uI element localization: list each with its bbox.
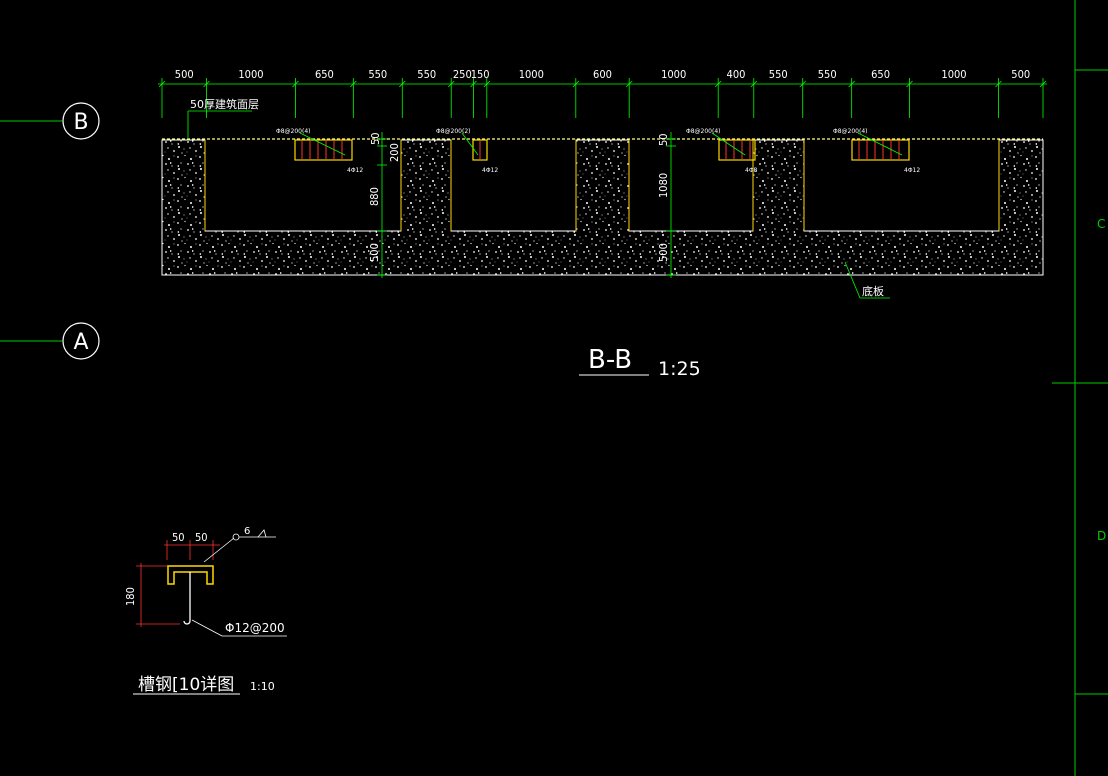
section-title-group: B-B 1:25 bbox=[579, 345, 701, 380]
bottom-plate-label: 底板 bbox=[862, 284, 884, 298]
top-dimension-label: 600 bbox=[593, 68, 612, 81]
dimension-tick bbox=[350, 80, 357, 88]
vdim-right-2: 500 bbox=[657, 243, 670, 262]
top-dimension-label: 500 bbox=[175, 68, 194, 81]
dimension-tick bbox=[292, 80, 299, 88]
weld-size: 6 bbox=[244, 526, 250, 537]
top-dimension-label: 1000 bbox=[941, 68, 966, 81]
rebar-note-3: Φ8@200(4) bbox=[686, 128, 721, 135]
concrete-hatch bbox=[161, 139, 1044, 276]
rebar-sub-note-3: 4Φ8 bbox=[745, 167, 758, 174]
dimension-tick bbox=[470, 80, 477, 88]
top-dimension-label: 150 bbox=[471, 68, 490, 81]
embed-group-2 bbox=[461, 132, 488, 161]
rebar-note-1: Φ8@200(4) bbox=[276, 128, 311, 135]
top-dimension-label: 650 bbox=[315, 68, 334, 81]
axis-marker-b-label: B bbox=[73, 110, 88, 135]
dimension-tick bbox=[906, 80, 913, 88]
dimension-tick bbox=[158, 80, 166, 88]
border-label-c: C bbox=[1097, 217, 1105, 231]
section-title: B-B bbox=[588, 345, 632, 375]
top-dimension-label: 1000 bbox=[661, 68, 686, 81]
dimension-tick bbox=[398, 80, 406, 88]
anchor-bar bbox=[183, 572, 191, 625]
top-dimension-label: 400 bbox=[727, 68, 746, 81]
section-scale: 1:25 bbox=[658, 358, 701, 380]
top-dimension-label: 1000 bbox=[519, 68, 544, 81]
vdim-left-2: 880 bbox=[368, 187, 381, 206]
dimension-tick bbox=[799, 80, 807, 88]
channel-section-shape bbox=[167, 565, 214, 585]
top-dimension-label: 550 bbox=[368, 68, 387, 81]
detail-scale: 1:10 bbox=[250, 680, 275, 693]
dimension-tick bbox=[203, 80, 210, 88]
border-label-d: D bbox=[1097, 529, 1106, 543]
top-dimension-label: 650 bbox=[871, 68, 890, 81]
top-dimension-label: 1000 bbox=[238, 68, 263, 81]
dimension-tick bbox=[995, 80, 1002, 88]
dimension-tick bbox=[572, 80, 580, 88]
bottom-plate-callout: 底板 bbox=[844, 261, 890, 299]
rebar-sub-note-2: 4Φ12 bbox=[482, 167, 498, 174]
detail-title: 槽钢[10详图 bbox=[138, 675, 234, 695]
detail-dim-top-right: 50 bbox=[195, 531, 208, 544]
channel-detail: 50 50 180 6 Φ12@200 槽钢[10详图 1:10 bbox=[124, 526, 287, 695]
dimension-tick bbox=[848, 80, 855, 88]
top-dimension-label: 250 bbox=[453, 68, 472, 81]
rebar-note-2: Φ8@200(2) bbox=[436, 128, 471, 135]
axis-marker-a: A bbox=[0, 322, 100, 360]
vdim-left-1: 200 bbox=[388, 143, 401, 162]
top-dimension-label: 550 bbox=[818, 68, 837, 81]
dimension-tick bbox=[447, 80, 455, 88]
detail-dim-top-left: 50 bbox=[172, 531, 185, 544]
embed-group-4 bbox=[851, 132, 910, 161]
dimension-tick bbox=[750, 80, 758, 88]
rebar-sub-note-1: 4Φ12 bbox=[347, 167, 363, 174]
dimension-tick bbox=[714, 80, 722, 88]
dimension-tick bbox=[1039, 80, 1047, 88]
top-dimension-label: 550 bbox=[417, 68, 436, 81]
section-body bbox=[161, 138, 1044, 276]
rebar-note-4: Φ8@200(4) bbox=[833, 128, 868, 135]
detail-dim-vertical: 180 bbox=[124, 587, 137, 606]
surface-layer-label: 50厚建筑面层 bbox=[190, 97, 259, 111]
vdim-right-0: 50 bbox=[657, 133, 670, 146]
vdim-left-0: 50 bbox=[369, 132, 382, 145]
title-block-border bbox=[1052, 0, 1108, 776]
axis-marker-b: B bbox=[0, 102, 100, 140]
embed-group-3 bbox=[711, 132, 756, 161]
top-dimension-label: 500 bbox=[1011, 68, 1030, 81]
embed-group-1 bbox=[294, 132, 353, 161]
axis-marker-a-label: A bbox=[73, 330, 88, 355]
vdim-right-1: 1080 bbox=[657, 173, 670, 198]
vertical-dimension-left: 50 200 880 500 bbox=[368, 132, 401, 278]
vertical-dimension-right: 50 1080 500 bbox=[657, 132, 676, 278]
top-dimension-label: 550 bbox=[769, 68, 788, 81]
vdim-left-3: 500 bbox=[368, 243, 381, 262]
dimension-tick bbox=[625, 80, 633, 88]
surface-layer-callout: 50厚建筑面层 bbox=[187, 97, 259, 139]
rebar-sub-note-4: 4Φ12 bbox=[904, 167, 920, 174]
detail-rebar-label: Φ12@200 bbox=[225, 621, 285, 635]
dimension-tick bbox=[483, 80, 491, 88]
